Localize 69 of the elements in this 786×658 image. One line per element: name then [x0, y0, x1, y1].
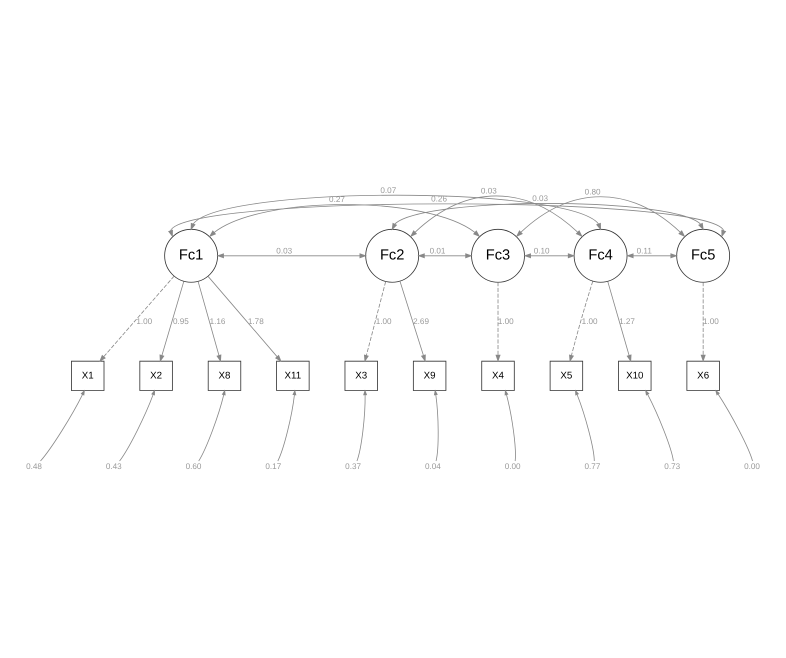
arrow — [198, 388, 226, 461]
arrow — [216, 252, 367, 258]
arrow — [516, 196, 686, 237]
edge-label: 2.69 — [413, 316, 429, 326]
node-box: X11 — [276, 360, 310, 390]
edge-label: 0.80 — [584, 186, 601, 196]
node-box: X2 — [139, 360, 173, 390]
node-text: 0.37 — [345, 462, 362, 471]
arrow — [364, 280, 386, 362]
node-text: 0.43 — [106, 462, 122, 471]
arrow — [607, 280, 632, 362]
node-text: 0.00 — [744, 462, 760, 471]
node-text: 0.60 — [186, 462, 202, 471]
node-box: X9 — [412, 360, 446, 390]
arrow — [700, 281, 706, 362]
arrow — [190, 194, 602, 230]
edge-label: 0.03 — [480, 186, 497, 196]
node-text: 0.00 — [504, 462, 521, 471]
edge-label: 0.11 — [636, 246, 652, 255]
arrow — [715, 389, 753, 461]
arrow — [410, 195, 583, 237]
node-box: X8 — [208, 360, 242, 390]
node-text: 0.17 — [265, 462, 282, 471]
arrow — [626, 252, 678, 258]
edge-label: 1.27 — [619, 316, 635, 326]
node-text: 0.73 — [664, 462, 680, 471]
arrow — [160, 280, 184, 362]
arrow — [119, 389, 155, 461]
arrow — [434, 388, 439, 461]
arrow — [356, 388, 368, 461]
edge-label: 0.03 — [276, 246, 292, 255]
arrow — [40, 389, 85, 461]
arrow — [495, 281, 501, 362]
node-box: X4 — [481, 360, 515, 390]
arrow — [417, 252, 473, 258]
node-box: X10 — [618, 360, 652, 390]
arrow — [208, 276, 282, 362]
edge-label: 0.95 — [173, 316, 189, 326]
arrow — [208, 204, 480, 237]
arrow — [524, 252, 576, 258]
edge-label: 1.16 — [210, 316, 226, 326]
edge-label: 1.00 — [136, 316, 152, 326]
node-text: 0.48 — [26, 462, 42, 471]
edge-label: 0.01 — [430, 246, 446, 255]
edge-label: 0.07 — [380, 185, 396, 194]
edge-label: 0.03 — [532, 193, 548, 202]
edge-label: 0.26 — [431, 194, 447, 203]
arrow — [168, 202, 726, 237]
edge-label: 1.00 — [498, 316, 514, 326]
arrow — [400, 280, 426, 362]
edge-label: 1.00 — [376, 316, 392, 326]
node-text: 0.04 — [424, 462, 441, 471]
arrow — [569, 280, 594, 362]
node-box: X6 — [686, 360, 720, 390]
edge-label: 1.00 — [702, 316, 719, 326]
arrow — [575, 389, 595, 461]
node-box: X1 — [71, 360, 104, 390]
arrow — [504, 388, 516, 461]
node-box: X5 — [550, 360, 584, 390]
arrow — [645, 389, 674, 461]
arrow — [198, 280, 222, 362]
edge-label: 1.78 — [248, 316, 264, 326]
edge-label: 1.00 — [582, 316, 598, 326]
arrow — [392, 202, 704, 230]
node-text: 0.77 — [584, 462, 600, 471]
arrow — [99, 275, 174, 362]
edge-label: 0.10 — [534, 246, 550, 255]
node-box: X3 — [344, 360, 378, 390]
arrow — [277, 388, 296, 461]
